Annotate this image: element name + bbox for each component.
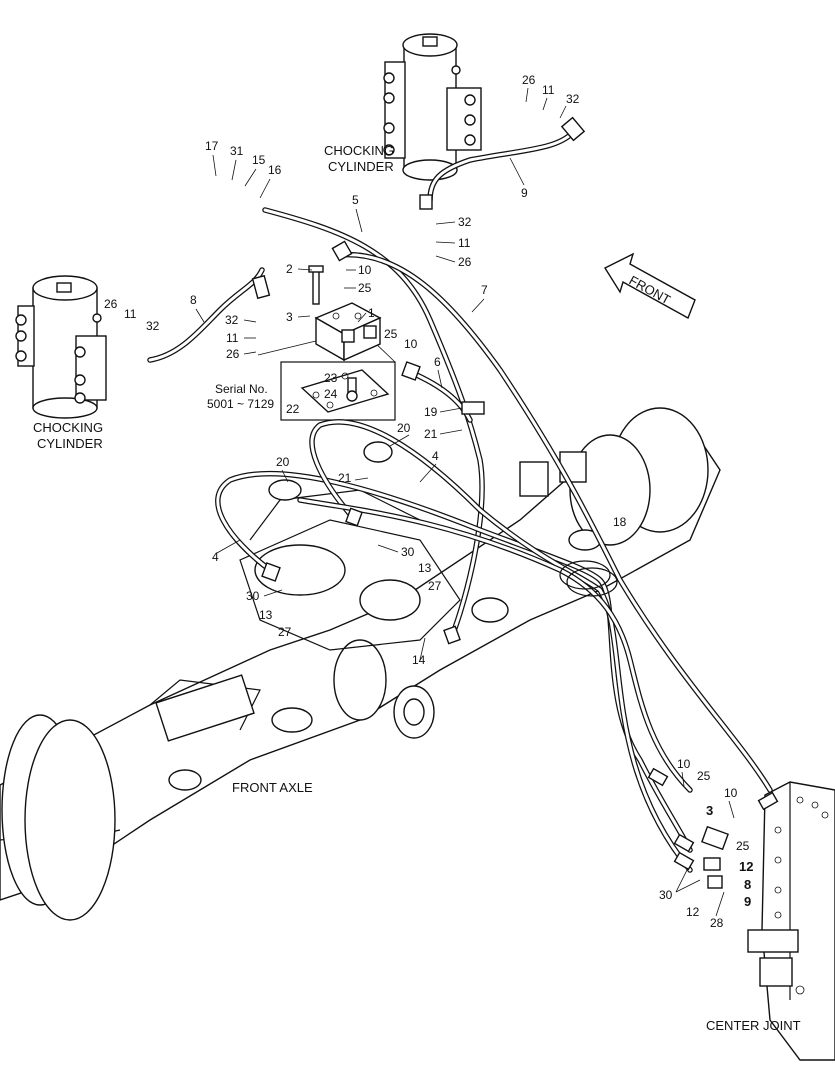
valve-block	[308, 265, 382, 362]
callout-25: 25	[358, 281, 372, 295]
callout-19: 19	[424, 405, 438, 419]
callout-11: 11	[542, 83, 555, 97]
chocking-cylinder-top-caption-line2: CYLINDER	[328, 159, 394, 174]
callout-18: 18	[613, 515, 627, 529]
callout-11: 11	[124, 307, 137, 321]
center-joint-caption: CENTER JOINT	[706, 1018, 801, 1033]
callout-10: 10	[358, 263, 372, 277]
callout-25: 25	[384, 327, 398, 341]
callout-8: 8	[190, 293, 197, 307]
callouts: 26 11 32 9 17 31 15 16 5 32 11 26 2 10 2…	[104, 73, 753, 930]
callout-8: 8	[744, 877, 751, 892]
callout-11: 11	[226, 331, 239, 345]
callout-23: 23	[324, 371, 338, 385]
callout-31: 31	[230, 144, 244, 158]
serial-caption-line2: 5001 ~ 7129	[207, 397, 274, 411]
callout-26: 26	[522, 73, 536, 87]
center-joint	[747, 781, 835, 1061]
callout-22: 22	[286, 402, 300, 416]
callout-7: 7	[481, 283, 488, 297]
callout-4: 4	[212, 550, 219, 564]
callout-17: 17	[205, 139, 219, 153]
callout-21: 21	[338, 471, 352, 485]
callout-4: 4	[432, 449, 439, 463]
callout-12: 12	[686, 905, 700, 919]
chocking-cylinder-left	[15, 275, 107, 419]
chocking-cylinder-top-caption-line1: CHOCKING	[324, 143, 394, 158]
callout-27: 27	[278, 625, 292, 639]
callout-26: 26	[104, 297, 118, 311]
callout-2: 2	[286, 262, 293, 276]
captions: CHOCKING CYLINDER CHOCKING CYLINDER Seri…	[33, 143, 801, 1033]
callout-11: 11	[458, 236, 471, 250]
callout-32: 32	[458, 215, 472, 229]
callout-6: 6	[434, 355, 441, 369]
callout-14: 14	[412, 653, 426, 667]
chocking-cylinder-left-caption-line1: CHOCKING	[33, 420, 103, 435]
callout-10: 10	[677, 757, 691, 771]
callout-26: 26	[226, 347, 240, 361]
callout-15: 15	[252, 153, 266, 167]
callout-5: 5	[352, 193, 359, 207]
callout-30: 30	[246, 589, 260, 603]
callout-21: 21	[424, 427, 438, 441]
callout-13: 13	[418, 561, 432, 575]
callout-27: 27	[428, 579, 442, 593]
callout-30: 30	[401, 545, 415, 559]
callout-10: 10	[724, 786, 738, 800]
callout-13: 13	[259, 608, 273, 622]
callout-9: 9	[521, 186, 528, 200]
callout-16: 16	[268, 163, 282, 177]
chocking-cylinder-top	[383, 33, 482, 181]
callout-12: 12	[739, 859, 753, 874]
callout-9: 9	[744, 894, 751, 909]
callout-28: 28	[710, 916, 724, 930]
leader-lines	[195, 87, 735, 917]
callout-24: 24	[324, 387, 338, 401]
fittings	[251, 116, 779, 889]
callout-3: 3	[706, 803, 713, 818]
front-axle-caption: FRONT AXLE	[232, 780, 313, 795]
callout-26: 26	[458, 255, 472, 269]
front-direction-arrow: FRONT	[603, 252, 696, 320]
callout-32: 32	[225, 313, 239, 327]
callout-1: 1	[368, 306, 375, 320]
serial-caption-line1: Serial No.	[215, 382, 268, 396]
chocking-cylinder-left-caption-line2: CYLINDER	[37, 436, 103, 451]
callout-10: 10	[404, 337, 418, 351]
callout-3: 3	[286, 310, 293, 324]
callout-20: 20	[276, 455, 290, 469]
callout-32: 32	[566, 92, 580, 106]
callout-25: 25	[736, 839, 750, 853]
callout-32: 32	[146, 319, 160, 333]
callout-30: 30	[659, 888, 673, 902]
hoses	[147, 127, 773, 873]
callout-25: 25	[697, 769, 711, 783]
callout-20: 20	[397, 421, 411, 435]
